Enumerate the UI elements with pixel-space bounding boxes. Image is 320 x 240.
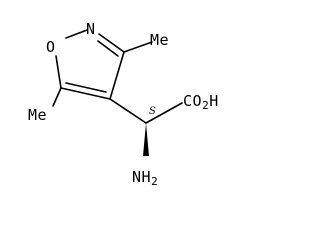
atom-n-label: N [86, 20, 96, 38]
bond-c4-c5 [60, 87, 111, 100]
stereo-descriptor: S [149, 106, 156, 117]
bond-ca-cooh [145, 102, 183, 124]
bond-o1-n2 [65, 29, 88, 39]
structure-canvas: N O Me Me CO2H S NH2 [28, 20, 219, 189]
bond-n2-c3-double [97, 40, 119, 57]
bond-c5-o1 [55, 55, 62, 89]
atom-o-label: O [46, 38, 56, 56]
bond-n2-c3 [98, 33, 125, 53]
carboxyl-label: CO2H [183, 94, 219, 113]
methyl-label-c3: Me [150, 31, 170, 49]
bond-c3-c4 [109, 51, 125, 100]
bond-c4-ca [109, 98, 147, 124]
wedge-bond-ca-n [143, 123, 149, 156]
amino-subscript: 2 [151, 175, 159, 188]
amino-nh: NH [132, 168, 152, 186]
bond-c5-me [52, 87, 62, 107]
carboxyl-subscript: 2 [202, 99, 210, 112]
methyl-label-c5: Me [28, 106, 48, 124]
bond-lines [52, 29, 183, 156]
carboxyl-co: CO [183, 92, 203, 110]
amino-label: NH2 [132, 170, 158, 189]
bond-c4-c5-double [65, 82, 107, 93]
bond-c3-me [123, 41, 153, 53]
carboxyl-h: H [209, 92, 219, 110]
